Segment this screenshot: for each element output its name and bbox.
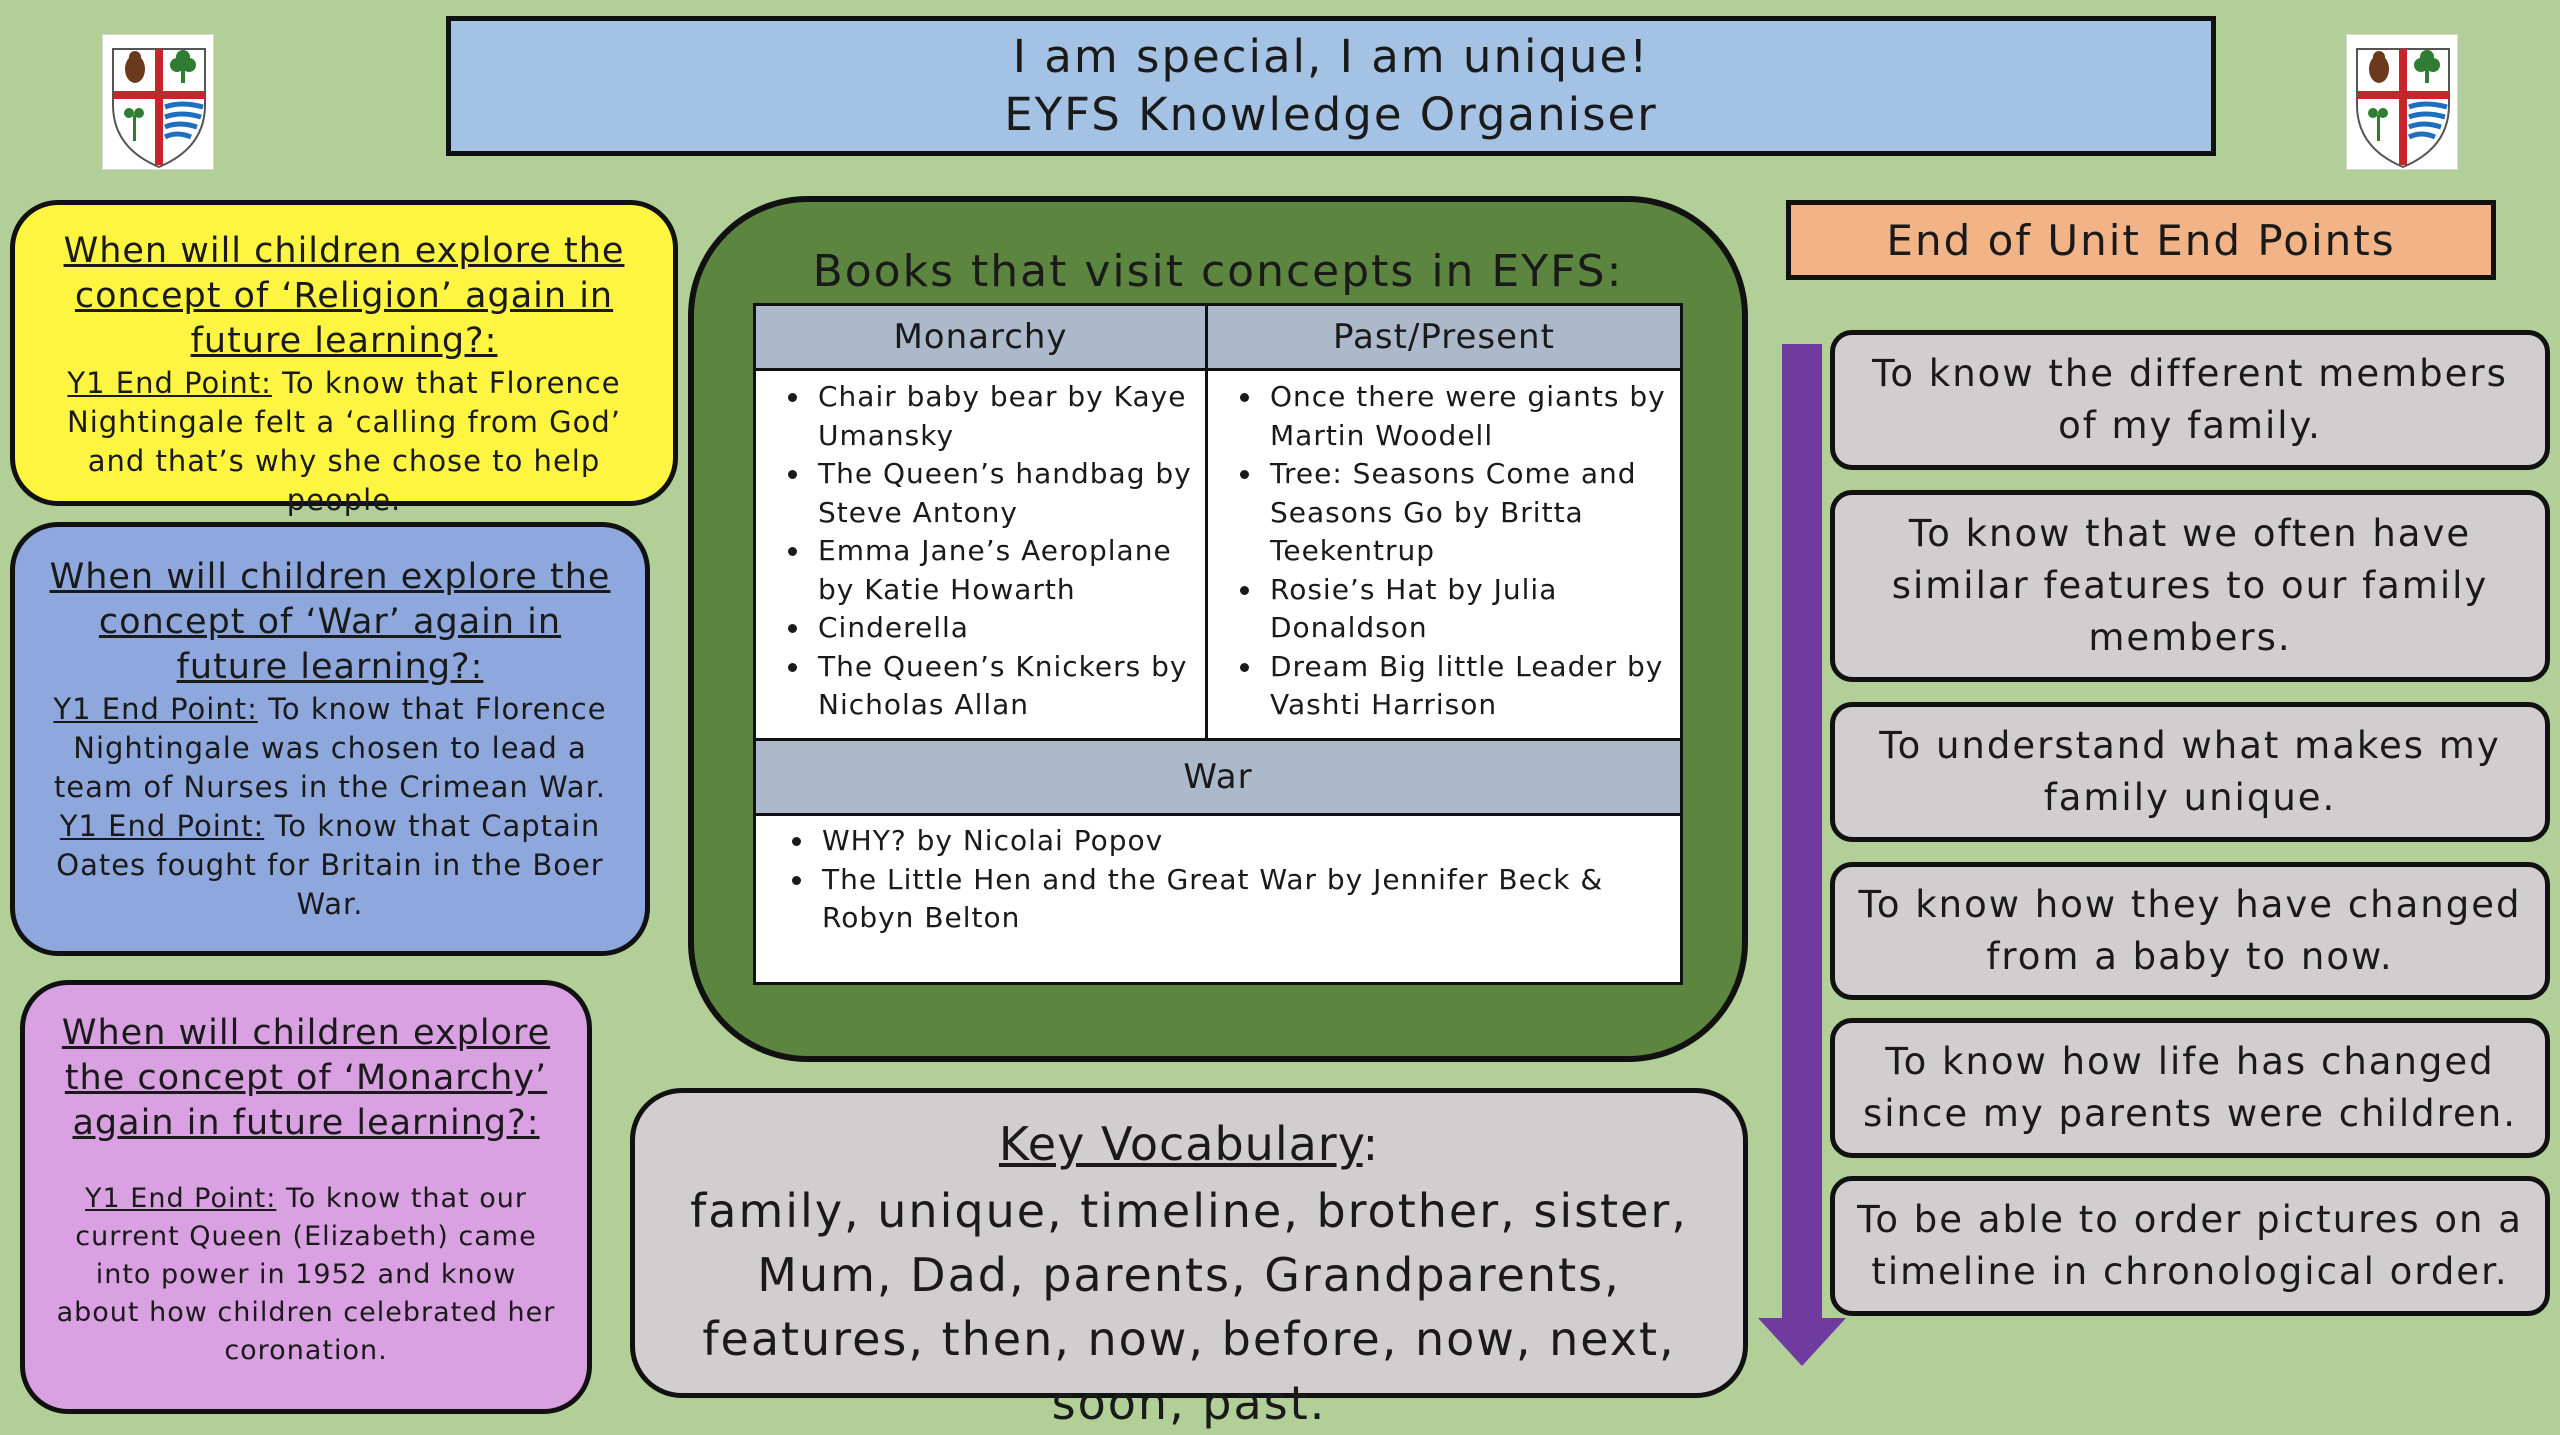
end-point-text: To know that we often have similar featu… [1891,512,2489,659]
key-vocabulary-box: Key Vocabulary: family, unique, timeline… [630,1088,1748,1430]
page-title: I am special, I am unique! [1012,30,1650,83]
school-crest-icon [2356,48,2450,169]
key-vocabulary-colon: : [1362,1117,1380,1171]
book-item: Once there were giants by Martin Woodell [1264,378,1680,455]
war-end-point-label-1: Y1 End Point: [53,692,258,726]
school-crest-right [2346,34,2458,170]
key-vocabulary-heading: Key Vocabulary: [635,1117,1743,1171]
monarchy-column-header: Monarchy [756,306,1205,371]
book-item: The Queen’s handbag by Steve Antony [812,455,1205,532]
book-item: Chair baby bear by Kaye Umansky [812,378,1205,455]
book-item: Cinderella [812,609,1205,648]
pastpresent-column-header: Past/Present [1208,306,1680,371]
war-question: When will children explore the concept o… [49,557,611,687]
monarchy-book-list: Chair baby bear by Kaye UmanskyThe Queen… [756,378,1205,738]
books-table: Monarchy Past/Present Chair baby bear by… [753,303,1683,985]
end-point-item: To know that we often have similar featu… [1830,490,2550,682]
book-item: Tree: Seasons Come and Seasons Go by Bri… [1264,455,1680,571]
page-title-box: I am special, I am unique! EYFS Knowledg… [446,16,2216,156]
war-section-header: War [756,738,1680,816]
religion-end-point-text: To know that Florence Nightingale felt a… [67,366,621,517]
key-vocabulary-words: family, unique, timeline, brother, siste… [690,1184,1688,1430]
war-end-point-text-2: To know that Captain Oates fought for Br… [56,809,604,921]
book-item: The Little Hen and the Great War by Jenn… [816,861,1680,938]
end-point-text: To understand what makes my family uniqu… [1879,724,2501,819]
end-point-item: To know the different members of my fami… [1830,330,2550,470]
end-point-text: To know how they have changed from a bab… [1858,883,2522,978]
book-item: Emma Jane’s Aeroplane by Katie Howarth [812,532,1205,609]
end-point-item: To understand what makes my family uniqu… [1830,702,2550,842]
column-divider [1205,306,1208,738]
pastpresent-book-list: Once there were giants by Martin Woodell… [1208,378,1680,738]
religion-end-point-label: Y1 End Point: [67,366,272,400]
monarchy-header-label: Monarchy [893,317,1068,357]
war-end-point-label-2: Y1 End Point: [59,809,265,843]
page-subtitle: EYFS Knowledge Organiser [1004,88,1658,141]
end-point-text: To know how life has changed since my pa… [1862,1040,2518,1135]
monarchy-question: When will children explore the concept o… [61,1013,551,1143]
school-crest-icon [112,48,206,169]
monarchy-future-learning-box: When will children explore the concept o… [20,980,592,1414]
pastpresent-header-label: Past/Present [1333,317,1555,357]
war-end-point-text-1: To know that Florence Nightingale was ch… [53,692,607,804]
books-title: Books that visit concepts in EYFS: [812,246,1624,297]
end-points-heading: End of Unit End Points [1786,200,2496,280]
book-item: Dream Big little Leader by Vashti Harris… [1264,648,1680,725]
war-header-label: War [1183,757,1253,797]
book-item: WHY? by Nicolai Popov [816,822,1680,861]
end-point-item: To know how life has changed since my pa… [1830,1018,2550,1158]
key-vocabulary-title: Key Vocabulary [998,1117,1363,1171]
end-point-text: To know the different members of my fami… [1872,352,2508,447]
book-item: The Queen’s Knickers by Nicholas Allan [812,648,1205,725]
war-future-learning-box: When will children explore the concept o… [10,522,650,956]
monarchy-end-point-label: Y1 End Point: [85,1183,277,1214]
down-arrow-icon [1758,1318,1846,1366]
book-item: Rosie’s Hat by Julia Donaldson [1264,571,1680,648]
timeline-arrow-shaft [1782,344,1822,1330]
school-crest-left [102,34,214,170]
end-point-item: To be able to order pictures on a timeli… [1830,1176,2550,1316]
religion-future-learning-box: When will children explore the concept o… [10,200,678,517]
end-point-text: To be able to order pictures on a timeli… [1857,1198,2523,1293]
end-point-item: To know how they have changed from a bab… [1830,862,2550,1000]
religion-question: When will children explore the concept o… [63,231,625,361]
war-book-list: WHY? by Nicolai PopovThe Little Hen and … [756,822,1680,982]
monarchy-end-point-text: To know that our current Queen (Elizabet… [56,1183,556,1366]
